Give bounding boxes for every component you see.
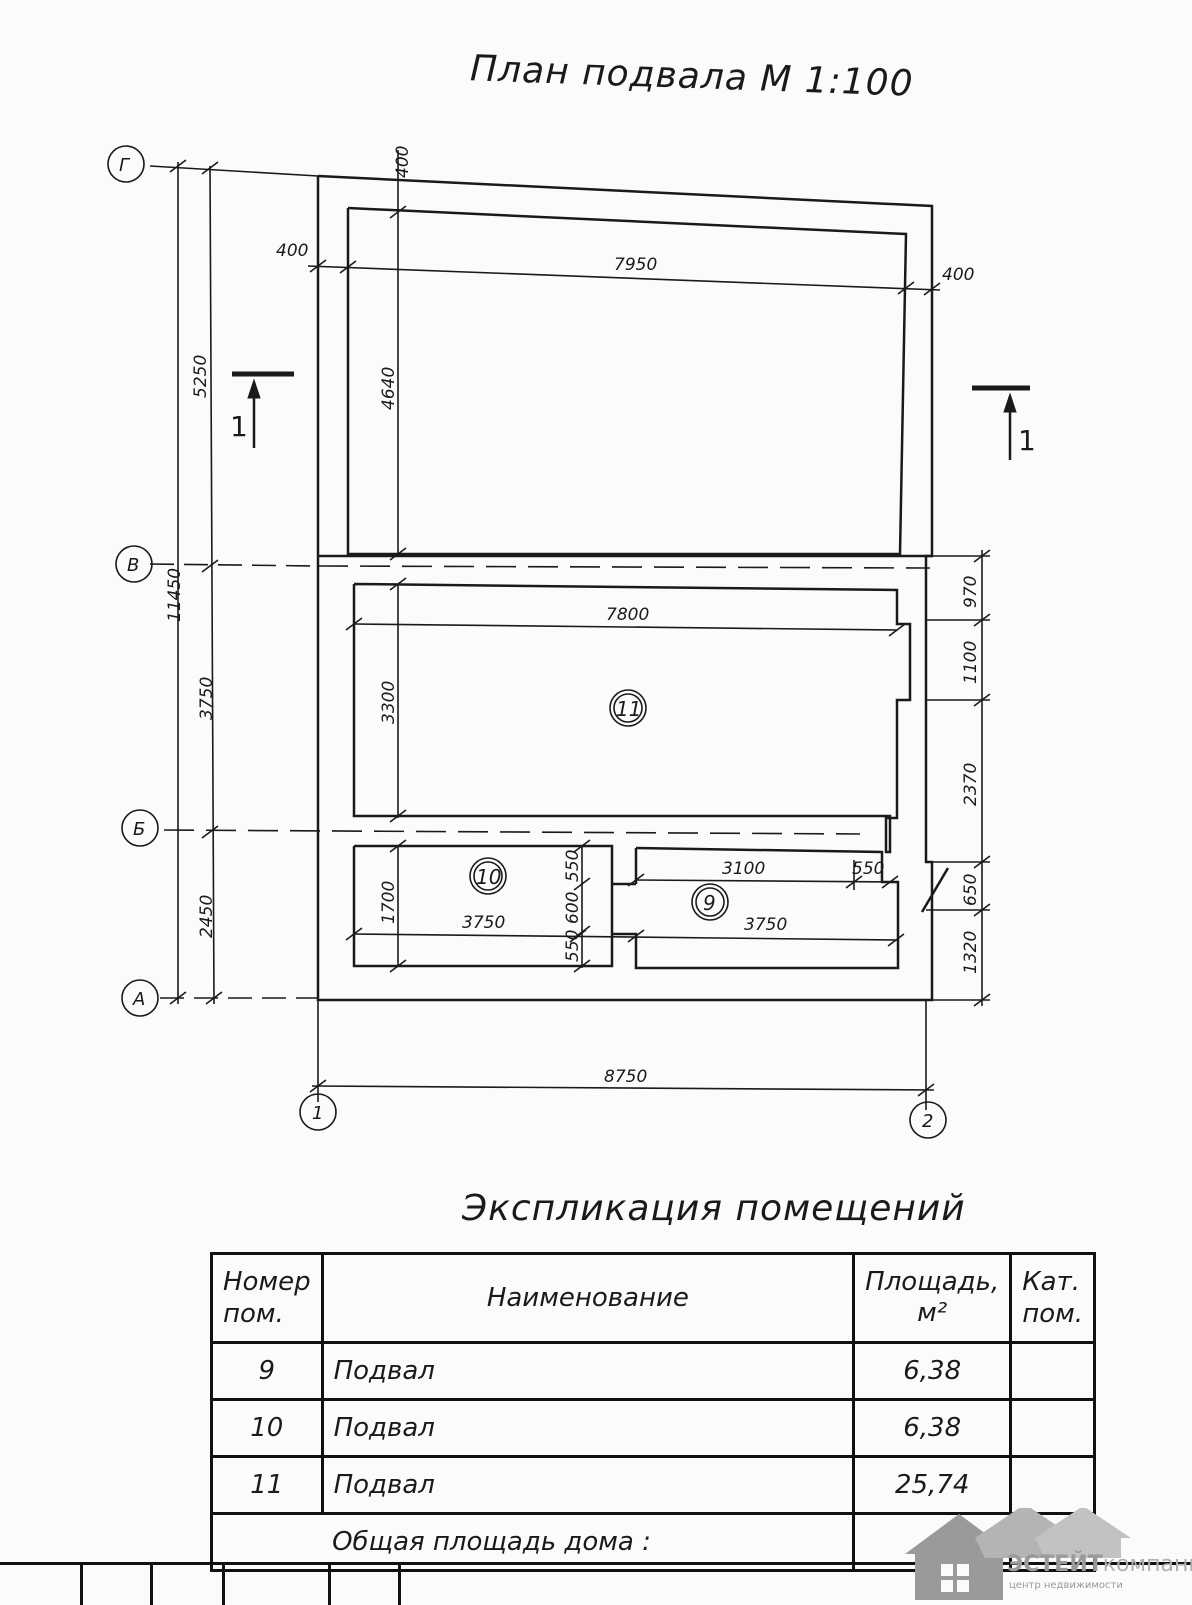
watermark-brand: ЭСТЕЙТкомпани — [1007, 1552, 1192, 1577]
section-label-left: 1 — [230, 410, 248, 443]
dim-room10-height: 1700 — [379, 881, 399, 924]
axis-bubble-2 — [909, 1101, 947, 1139]
axis-bubble-g — [107, 145, 145, 183]
dim-upper-room-width: 7950 — [614, 255, 657, 275]
axis-bubble-v — [115, 545, 153, 583]
dim-partition-600: 600 — [563, 892, 583, 924]
dim-line-7950 — [307, 265, 941, 291]
room-label-10: 10 — [476, 865, 501, 889]
axis-label-a: А — [132, 989, 145, 1010]
row-number: 10 — [210, 1398, 324, 1458]
house-logo-icon — [905, 1504, 1131, 1600]
dim-middle-span: 3750 — [197, 677, 217, 720]
row-category — [1009, 1455, 1096, 1515]
room-9-outline — [612, 846, 900, 970]
table-header-row: Номер пом. Наименование Площадь, м² Кат.… — [210, 1252, 1096, 1344]
dim-upper-room-height: 4640 — [379, 367, 399, 410]
basement-floor-plan: Г В Б А 1 2 1 1 11 10 9 400 7950 400 780… — [107, 145, 1036, 1139]
explication-title: Экспликация помещений — [462, 1188, 966, 1229]
room-11-outline — [352, 582, 912, 854]
row-name: Подвал — [320, 1341, 856, 1401]
axis-label-1: 1 — [312, 1103, 323, 1124]
header-number: Номер пом. — [210, 1252, 324, 1344]
row-name: Подвал — [320, 1398, 856, 1458]
header-area: Площадь, м² — [852, 1252, 1013, 1344]
table-row: 9 Подвал 6,38 — [210, 1341, 1096, 1401]
dim-line-3100 — [635, 879, 899, 883]
axis-label-b: Б — [133, 819, 145, 840]
row-name: Подвал — [320, 1455, 856, 1515]
table-row: 10 Подвал 6,38 — [210, 1398, 1096, 1458]
axis-line-v — [149, 563, 319, 567]
dim-lower-span: 2450 — [197, 895, 217, 938]
dim-right-650: 650 — [961, 874, 981, 906]
dim-wall-right: 400 — [942, 265, 974, 285]
dim-room9-top: 3100 — [722, 859, 765, 879]
title-block-strip — [0, 1562, 1192, 1605]
dim-right-1100: 1100 — [961, 641, 981, 684]
row-category — [1009, 1398, 1096, 1458]
dim-line-8750 — [311, 1085, 935, 1091]
dim-right-1320: 1320 — [961, 931, 981, 974]
row-area: 6,38 — [852, 1341, 1013, 1401]
row-area: 6,38 — [852, 1398, 1013, 1458]
dim-wall-left: 400 — [276, 241, 308, 261]
dim-room9-width: 3750 — [744, 915, 787, 935]
room-label-11: 11 — [616, 697, 641, 721]
dim-partition-550a: 550 — [563, 850, 583, 882]
door-swing — [920, 867, 950, 913]
dim-room9-step: 550 — [852, 859, 884, 879]
dim-line-7800 — [353, 623, 898, 631]
axis-label-2: 2 — [922, 1111, 933, 1132]
dim-total-width: 8750 — [604, 1067, 647, 1087]
axis-bubble-a — [121, 979, 159, 1017]
watermark-tagline: центр недвижимости — [1009, 1580, 1123, 1591]
dim-right-2370: 2370 — [961, 763, 981, 806]
row-category — [1009, 1341, 1096, 1401]
row-area: 25,74 — [852, 1455, 1013, 1515]
upper-room-outline — [346, 206, 908, 556]
agency-watermark: ЭСТЕЙТкомпани центр недвижимости — [905, 1504, 1192, 1600]
axis-line-b — [163, 829, 861, 835]
axis-bubble-1 — [299, 1093, 337, 1131]
room-label-9: 9 — [703, 891, 716, 915]
explication-table: Номер пом. Наименование Площадь, м² Кат.… — [210, 1252, 1096, 1572]
dim-line-3750 — [353, 933, 899, 941]
row-number: 9 — [210, 1341, 324, 1401]
dim-room11-width: 7800 — [606, 605, 649, 625]
dim-room10-width: 3750 — [462, 913, 505, 933]
header-category: Кат. пом. — [1009, 1252, 1096, 1344]
dim-total-height: 11450 — [165, 568, 185, 622]
dim-right-970: 970 — [961, 576, 981, 608]
header-name: Наименование — [320, 1252, 856, 1344]
section-label-right: 1 — [1018, 424, 1036, 457]
table-row: 11 Подвал 25,74 — [210, 1455, 1096, 1515]
dim-line-spans — [209, 165, 215, 1005]
axis-label-v: В — [127, 555, 139, 576]
dim-partition-550b: 550 — [563, 930, 583, 962]
dim-room11-height: 3300 — [379, 681, 399, 724]
axis-bubble-b — [121, 809, 159, 847]
dim-wall-top: 400 — [393, 146, 413, 178]
dim-upper-span: 5250 — [191, 355, 211, 398]
row-number: 11 — [210, 1455, 324, 1515]
axis-label-g: Г — [119, 155, 131, 176]
